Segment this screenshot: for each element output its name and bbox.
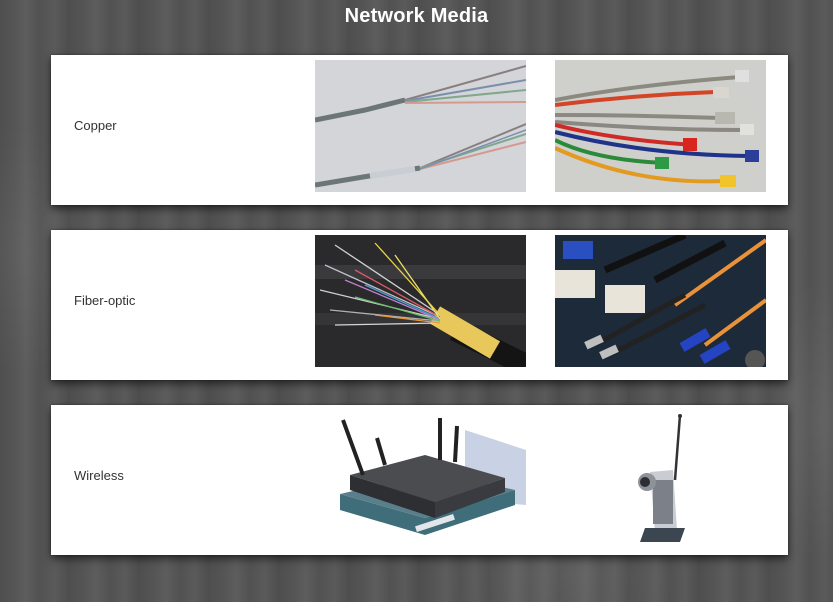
media-row-wireless: Wireless xyxy=(51,405,788,555)
patch-cables-icon xyxy=(555,60,766,192)
image-twisted-pair-cable xyxy=(315,60,526,192)
wireless-webcam-icon xyxy=(555,410,766,542)
image-wireless-webcam xyxy=(555,410,766,542)
media-row-fiber-optic: Fiber-optic xyxy=(51,230,788,380)
media-row-copper: Copper xyxy=(51,55,788,205)
image-wireless-router xyxy=(315,410,526,542)
row-label-fiber-optic: Fiber-optic xyxy=(74,293,136,308)
image-fiber-optic-cable xyxy=(315,235,526,367)
row-label-copper: Copper xyxy=(74,118,117,133)
fiber-cable-icon xyxy=(315,235,526,367)
wireless-router-icon xyxy=(315,410,526,542)
row-label-wireless: Wireless xyxy=(74,468,124,483)
twisted-pair-cable-icon xyxy=(315,60,526,192)
page-title: Network Media xyxy=(344,5,489,27)
image-ethernet-patch-cables xyxy=(555,60,766,192)
fiber-connectors-icon xyxy=(555,235,766,367)
image-fiber-optic-connectors xyxy=(555,235,766,367)
